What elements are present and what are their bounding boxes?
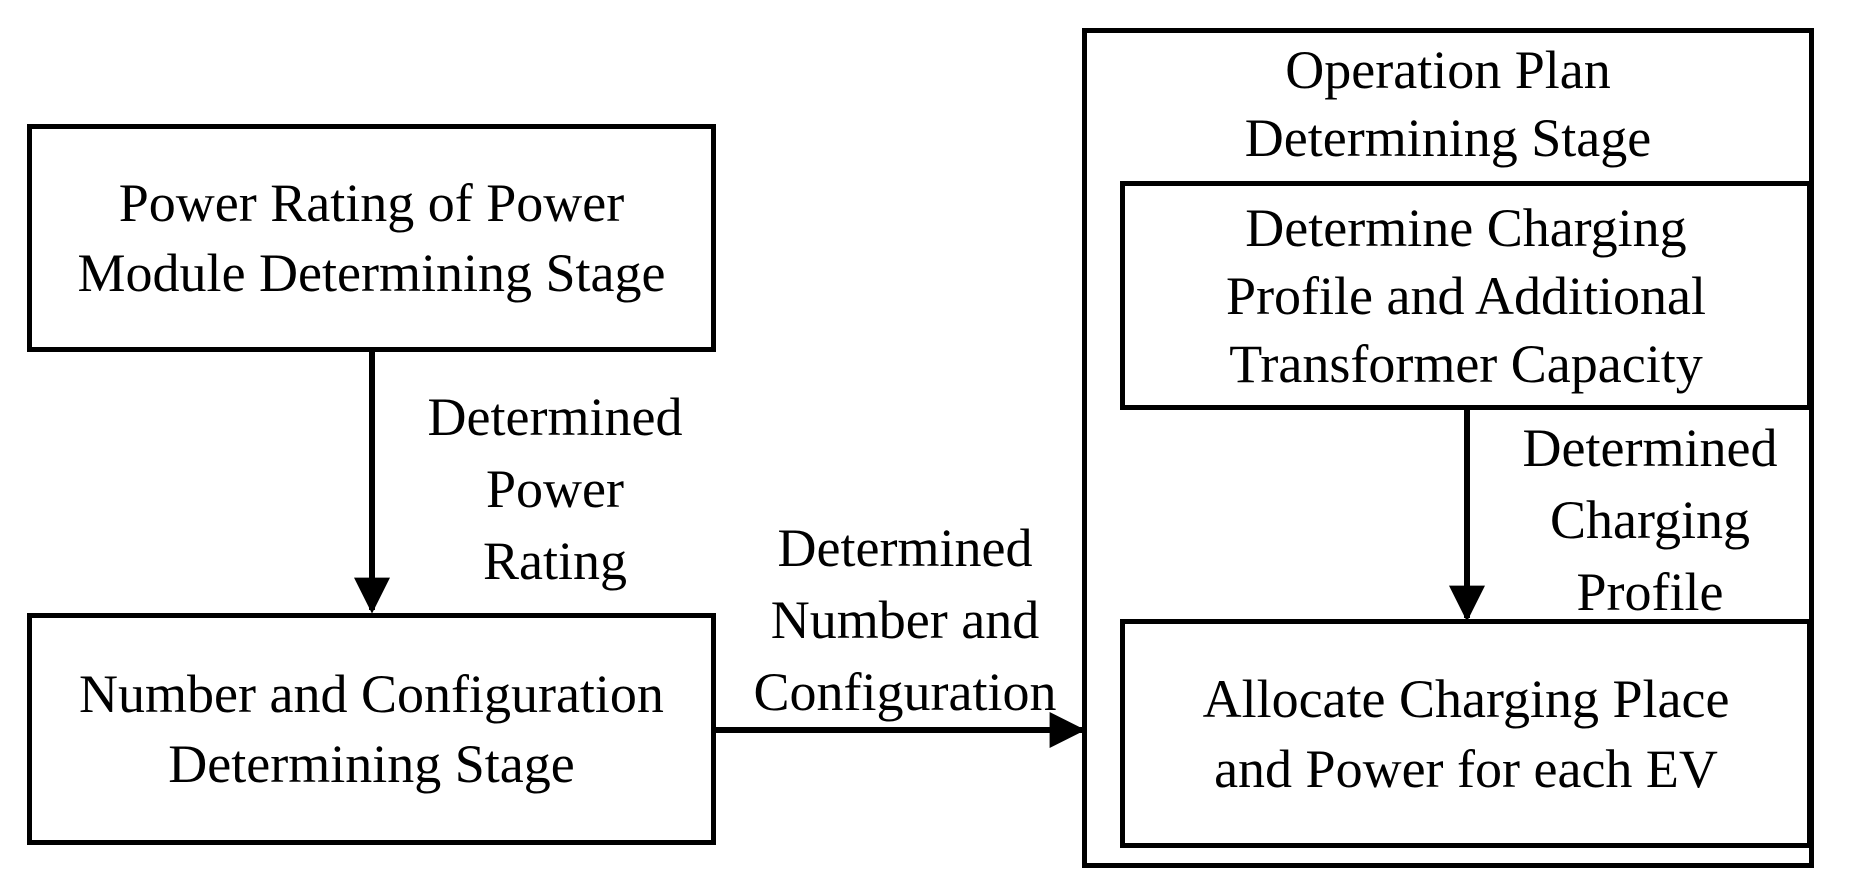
allocate-step-label: Allocate Charging Place and Power for ea… [1202,668,1730,799]
allocate-step-box: Allocate Charging Place and Power for ea… [1120,619,1812,848]
operation-plan-stage-label: Operation Plan Determining Stage [1244,40,1652,168]
number-config-stage-box: Number and Configuration Determining Sta… [27,613,716,845]
power-rating-stage-label: Power Rating of Power Module Determining… [77,173,666,303]
operation-plan-stage-box [1082,28,1814,868]
edge-label-charging-profile: Determined Charging Profile [1522,418,1778,622]
edge-label-number-config: Determined Number and Configuration [753,518,1057,722]
number-config-stage-label: Number and Configuration Determining Sta… [79,664,664,794]
power-rating-stage-box: Power Rating of Power Module Determining… [27,124,716,352]
edge-label-power-rating: Determined Power Rating [427,387,683,591]
charging-profile-step-label: Determine Charging Profile and Additiona… [1226,197,1706,394]
charging-profile-step-box: Determine Charging Profile and Additiona… [1120,181,1812,410]
